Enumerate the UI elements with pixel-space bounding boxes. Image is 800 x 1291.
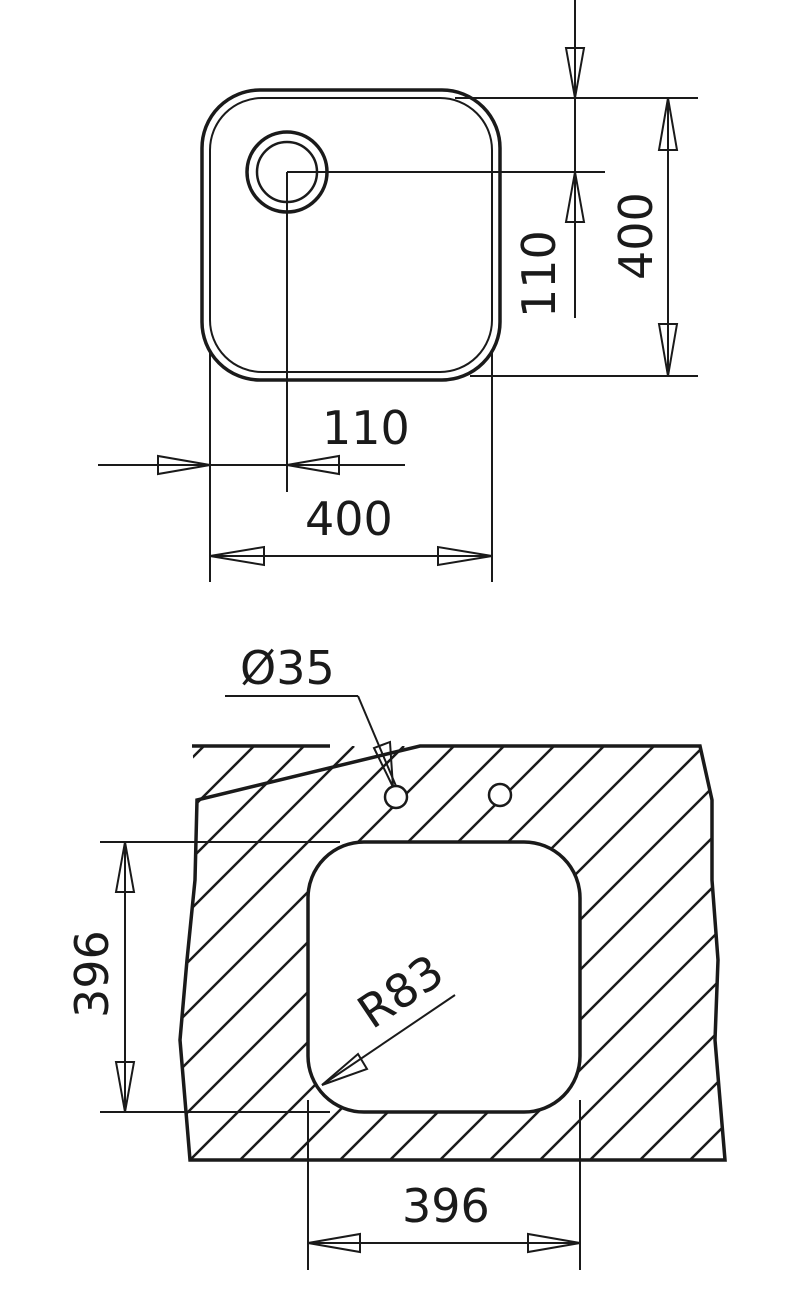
- dim-400-vertical-arrow-top: [657, 97, 679, 151]
- dim-radius-leader: [321, 994, 456, 1086]
- dim-400-horizontal-label: 400: [305, 492, 393, 546]
- dim-396-vertical-label: 396: [65, 930, 119, 1018]
- dim-110-vertical-arrow-bottom: [564, 171, 586, 223]
- dim-400-horizontal-arrow-left: [209, 545, 265, 567]
- dim-radius-arrow: [321, 1052, 369, 1086]
- dim-396-vertical-arrow-bottom: [114, 1061, 136, 1113]
- cutout-view: Ø35 396 R83 396: [65, 641, 727, 1270]
- sink-bowl-outer: [200, 88, 502, 382]
- tap-hole-right: [487, 782, 513, 808]
- tap-hole-left: [383, 784, 409, 810]
- dim-396-vertical-arrow-top: [114, 841, 136, 893]
- countertop-outline: [178, 744, 727, 1162]
- dim-396-horizontal-arrow-right: [527, 1232, 581, 1254]
- dim-diameter-arrow: [372, 740, 394, 788]
- dim-110-horizontal-label: 110: [322, 401, 410, 455]
- dim-110-vertical-arrow-top: [564, 47, 586, 99]
- sink-bowl-inner: [209, 97, 493, 373]
- dim-110-vertical-label: 110: [512, 230, 566, 318]
- top-view: 110 400 110 400: [98, 0, 698, 582]
- dim-diameter-leader-diagonal: [357, 695, 397, 787]
- dim-396-horizontal-label: 396: [402, 1179, 490, 1233]
- dim-400-horizontal-arrow-right: [437, 545, 493, 567]
- dim-110-horizontal-arrow-right: [286, 454, 340, 476]
- dim-400-vertical-label: 400: [609, 192, 663, 280]
- dim-diameter-label: Ø35: [240, 641, 335, 695]
- dim-110-horizontal-arrow-left: [157, 454, 211, 476]
- dim-400-vertical-arrow-bottom: [657, 323, 679, 377]
- sink-cutout-opening: [306, 840, 582, 1114]
- dim-396-horizontal-arrow-left: [307, 1232, 361, 1254]
